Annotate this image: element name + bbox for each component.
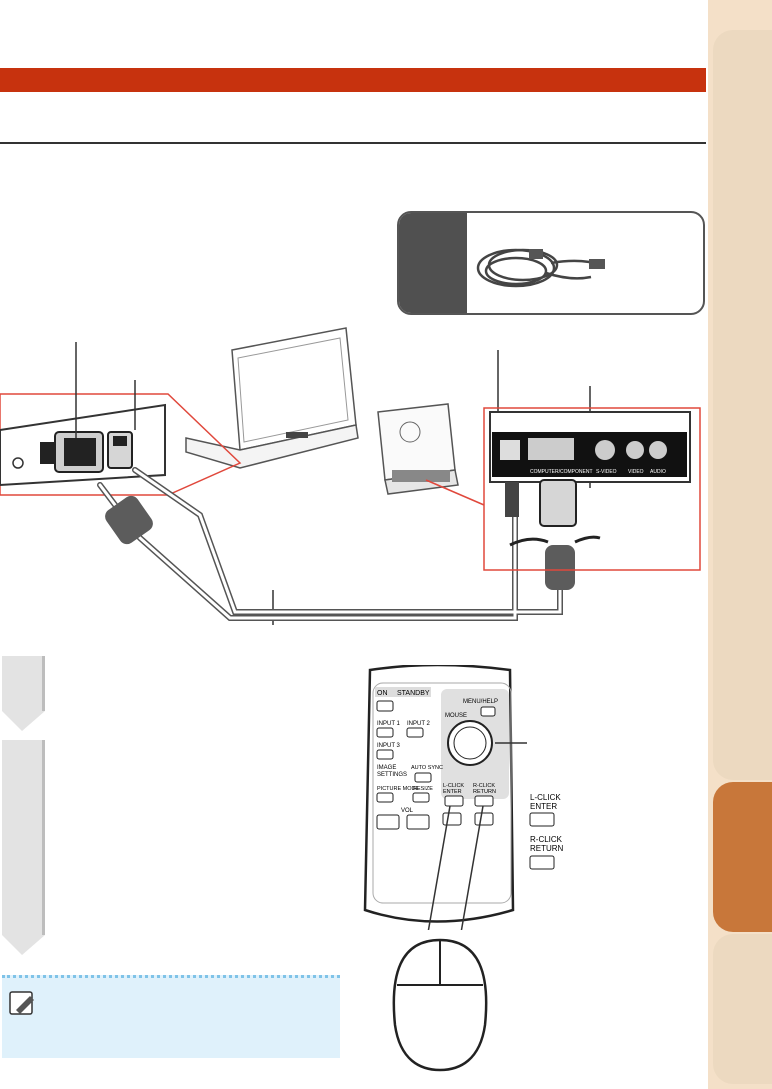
note-box — [2, 975, 340, 1058]
remote-l-click-label1: L-CLICK — [443, 783, 464, 789]
r-click-return-icon — [529, 855, 555, 870]
audio-port-label: AUDIO — [650, 469, 666, 475]
sidebar-tab-section[interactable] — [713, 30, 772, 780]
section-header-bar — [0, 68, 706, 92]
title-divider — [0, 142, 706, 144]
accessory-label-block — [399, 213, 467, 313]
video-port-label: VIDEO — [628, 469, 644, 475]
remote-button-callouts: L-CLICK ENTER R-CLICK RETURN — [529, 793, 564, 870]
remote-input1-label: INPUT 1 — [377, 721, 401, 727]
rgb-cable-image — [476, 248, 605, 288]
laptop-illustration — [185, 327, 359, 469]
projector-terminal-panel: COMPUTER/COMPONENT S-VIDEO VIDEO AUDIO — [489, 411, 691, 547]
step-2-marker — [2, 740, 45, 955]
remote-vol-label: VOL — [401, 808, 414, 814]
callout-l-click-label2: ENTER — [530, 802, 557, 811]
remote-l-click-label2: ENTER — [443, 789, 462, 795]
remote-resize-label: RESIZE — [413, 786, 433, 792]
remote-on-label: ON — [377, 690, 388, 697]
remote-r-click-label2: RETURN — [473, 789, 496, 795]
l-click-enter-icon — [529, 812, 555, 827]
connection-diagram: COMPUTER/COMPONENT S-VIDEO VIDEO AUDIO — [0, 327, 701, 625]
remote-standby-label: STANDBY — [397, 690, 430, 697]
step-1-marker — [2, 656, 45, 731]
remote-auto-sync-label: AUTO SYNC — [411, 765, 443, 771]
mouse-illustration — [392, 938, 488, 1072]
remote-image-settings-label1: IMAGE — [377, 765, 396, 771]
remote-menu-help-label: MENU/HELP — [463, 699, 498, 705]
remote-image-settings-label2: SETTINGS — [377, 772, 407, 778]
remote-mouse-label: MOUSE — [445, 713, 467, 719]
remote-r-click-label1: R-CLICK — [473, 783, 495, 789]
remote-picture-mode-label: PICTURE MODE — [377, 786, 420, 792]
sidebar-tab-active[interactable] — [713, 782, 772, 932]
callout-r-click-label2: RETURN — [530, 844, 564, 853]
supplied-accessory-box — [397, 211, 705, 315]
remote-input3-label: INPUT 3 — [377, 743, 401, 749]
svideo-port-label: S-VIDEO — [596, 469, 617, 475]
computer-component-port-label: COMPUTER/COMPONENT — [530, 469, 593, 475]
callout-l-click-label1: L-CLICK — [530, 793, 561, 802]
remote-control: ON STANDBY MENU/HELP MOUSE INPUT 1 INPUT… — [363, 665, 527, 930]
pencil-note-icon — [9, 991, 34, 1015]
sidebar-tab-section-next[interactable] — [713, 934, 772, 1084]
pc-connector-panel — [0, 403, 166, 487]
remote-input2-label: INPUT 2 — [407, 721, 431, 727]
projector-illustration — [377, 403, 459, 495]
callout-r-click-label1: R-CLICK — [530, 835, 563, 844]
